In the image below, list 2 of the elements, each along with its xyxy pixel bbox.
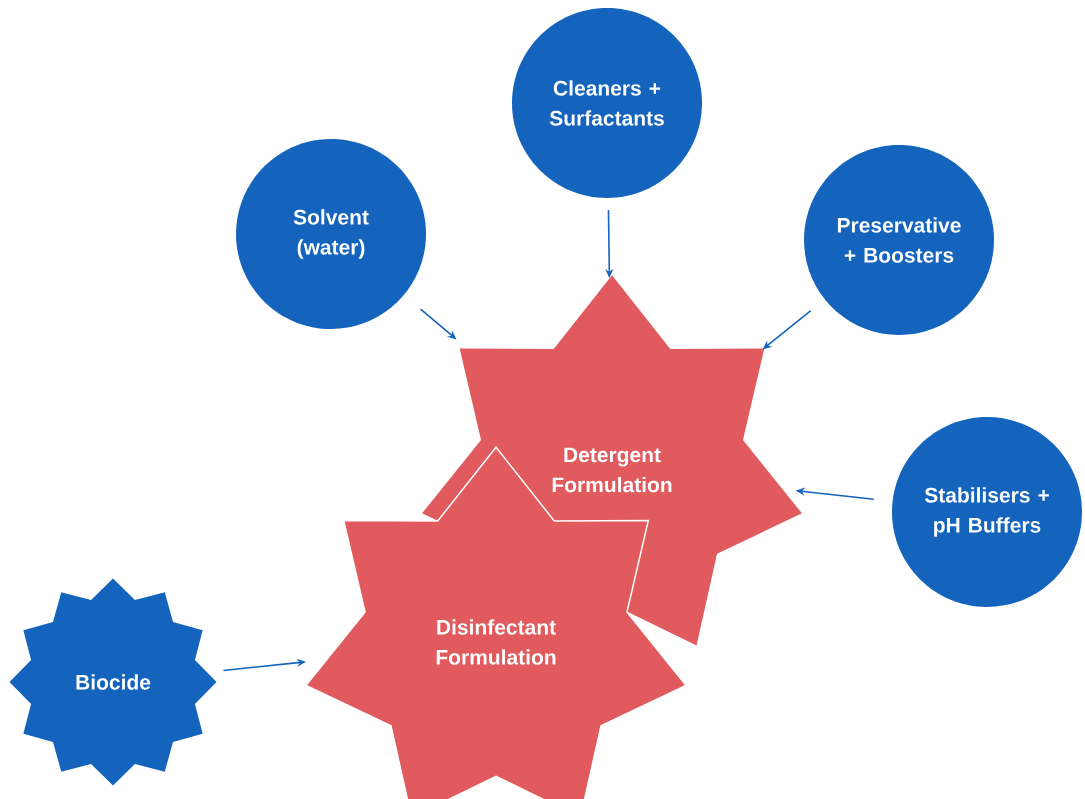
ingredient-star: Biocide bbox=[9, 578, 217, 786]
node-label: Detergent Formulation bbox=[552, 447, 672, 493]
